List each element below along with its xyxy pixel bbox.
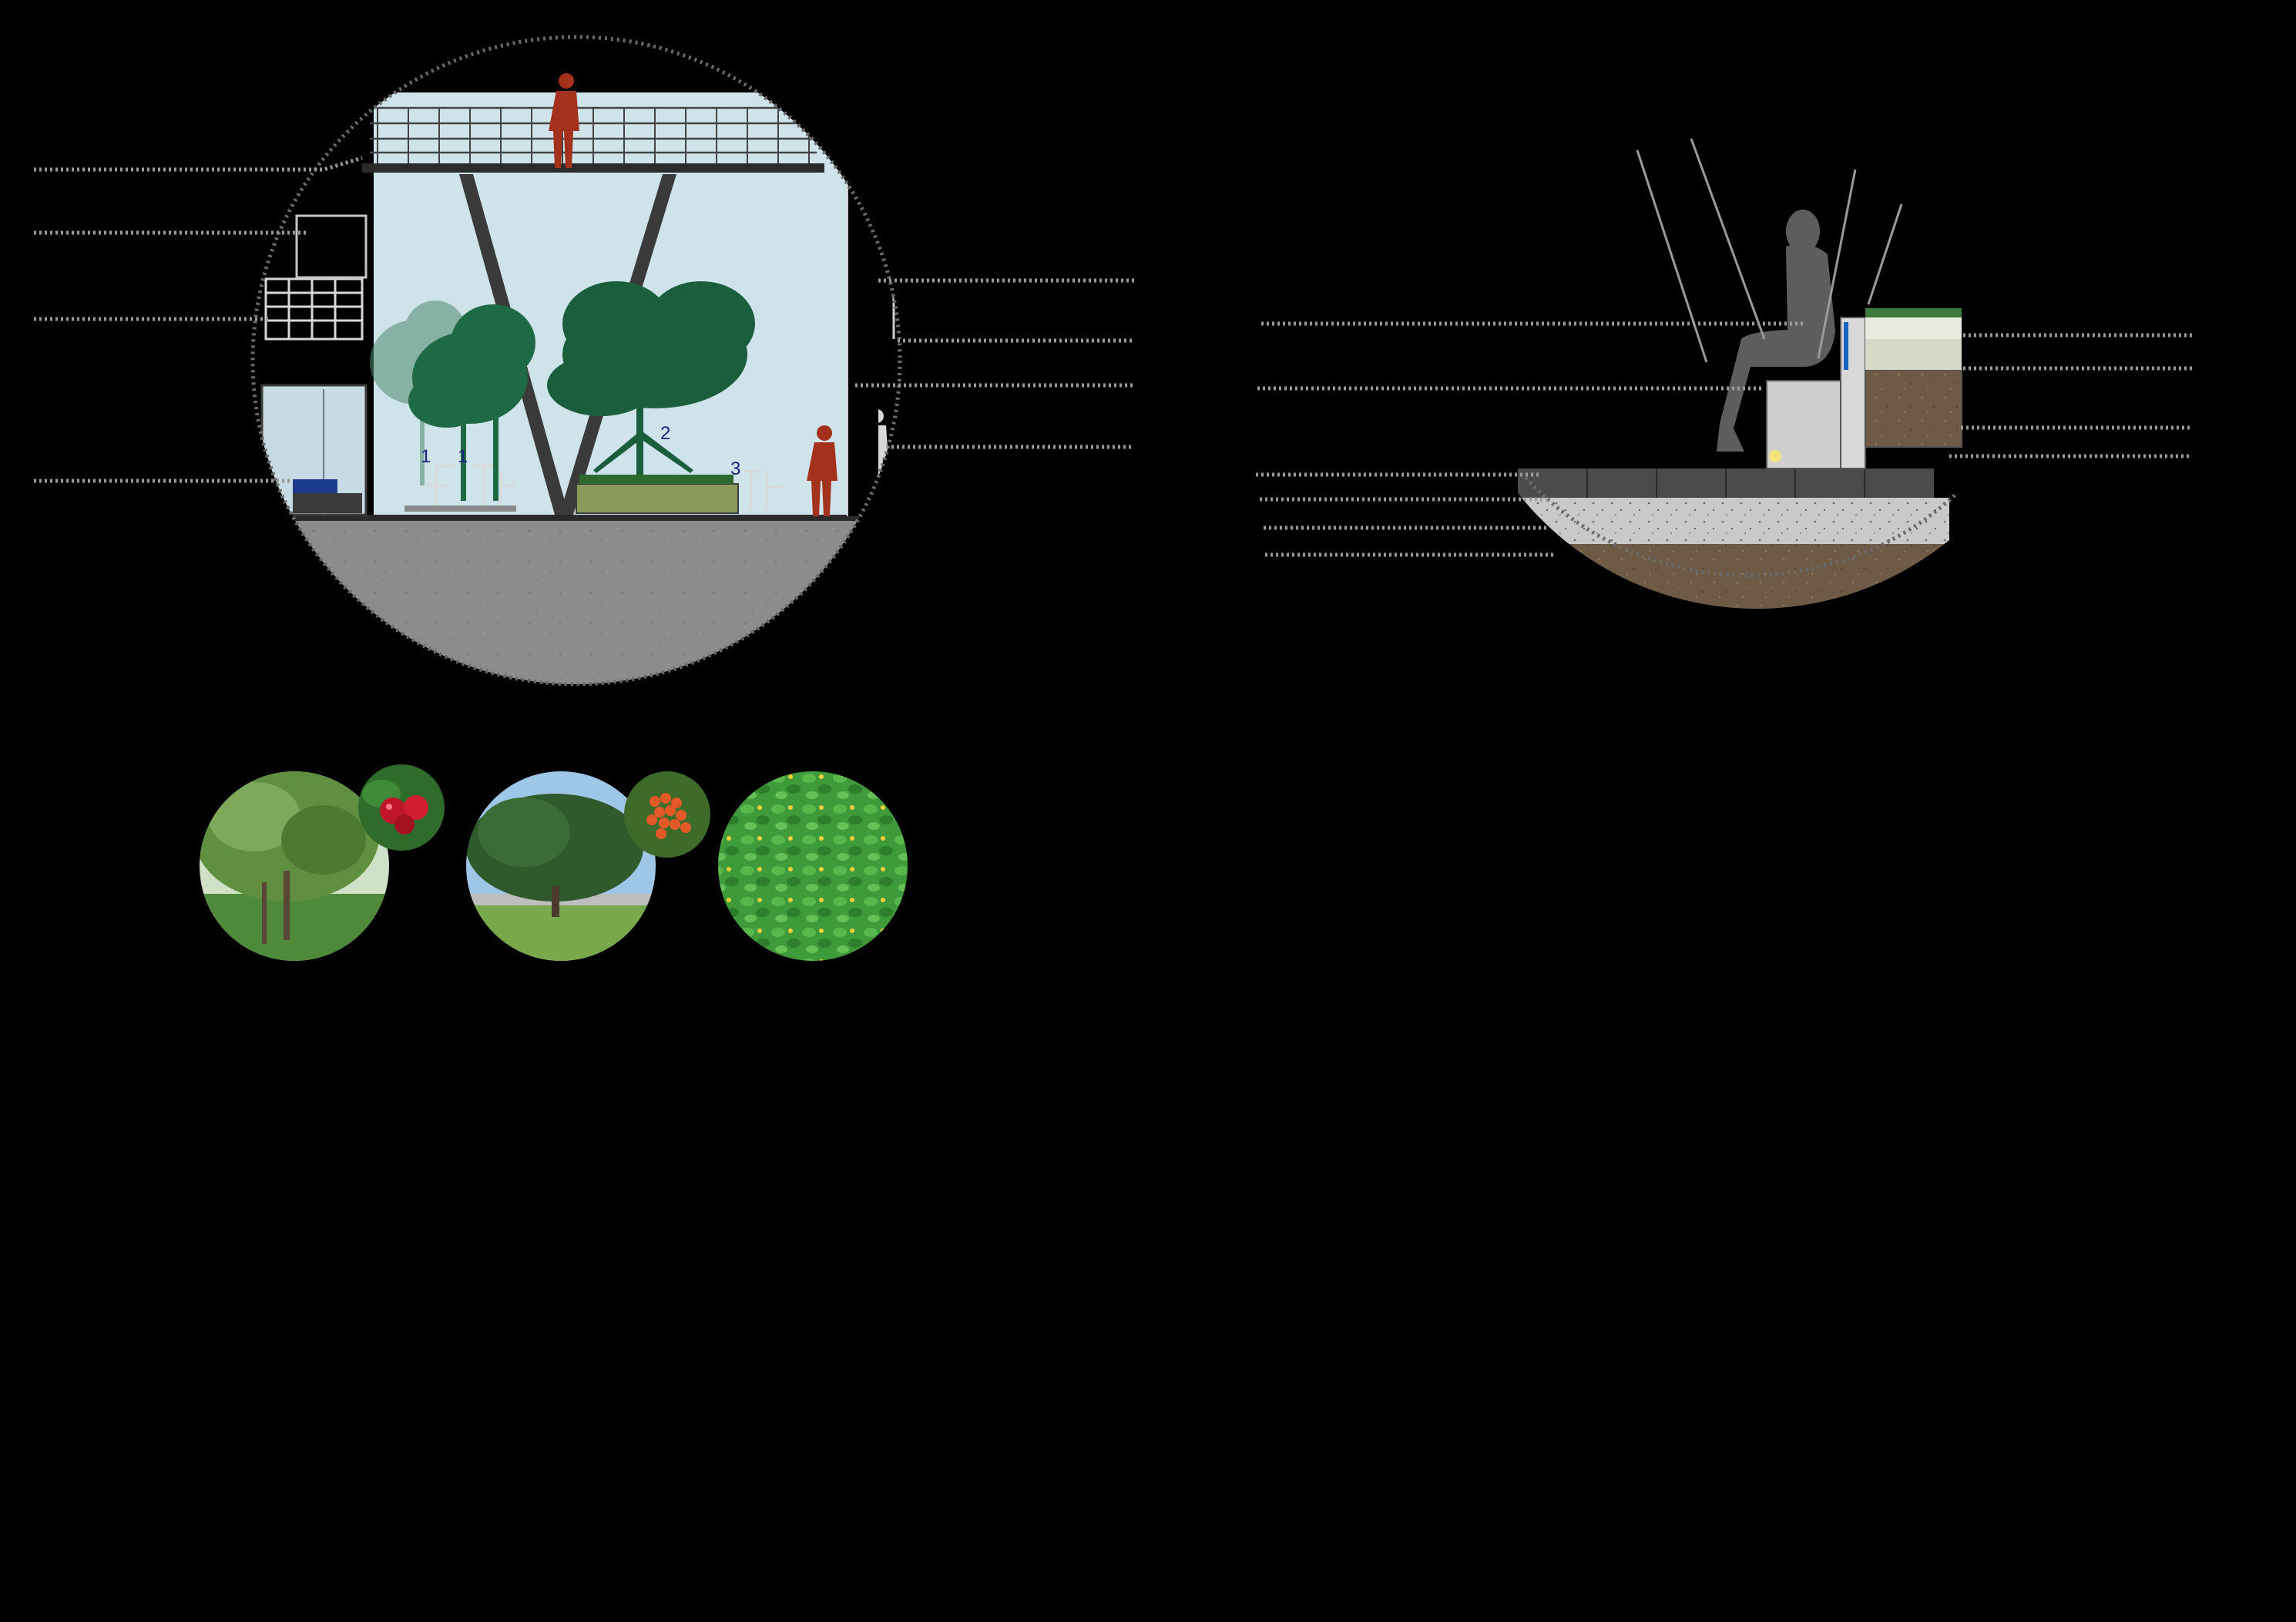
gravel-layer: [1518, 498, 1949, 544]
bridge-deck: [362, 163, 824, 173]
planter-soil: [1865, 369, 1962, 448]
seated-person-icon: [1717, 210, 1835, 452]
concrete-bench: [1766, 380, 1841, 469]
human-figure-icon: [549, 73, 579, 168]
cafe-furniture: [428, 465, 782, 509]
section-a: 1 1 2 3: [250, 35, 902, 687]
raised-planter: [576, 483, 739, 514]
plant-number-label: 1: [458, 446, 468, 467]
section-b-bottom-outline: [1524, 476, 1959, 578]
plant-photo-1-fruit-inset: [358, 764, 445, 851]
leader-lines-a: [34, 156, 1136, 483]
plant-number-label: 2: [660, 423, 670, 444]
plant-photo-2-berry-inset: [624, 771, 710, 858]
leader-lines-b: [1256, 321, 2192, 557]
section-b: [1452, 0, 2061, 609]
plant-photo-3: [718, 771, 908, 961]
plant-number-label: 3: [730, 458, 740, 479]
right-building: [848, 177, 878, 516]
bench-light-icon: [1769, 450, 1781, 462]
human-figure-icon: [807, 425, 838, 516]
planter-drainage: [1865, 339, 1962, 370]
plant-photo-1: [200, 771, 389, 961]
balcony-railing: [264, 277, 364, 341]
soil-layer: [1518, 544, 1949, 609]
section-a-outline: [250, 35, 902, 687]
trees: [370, 281, 755, 501]
plant-number-label: 1: [421, 446, 431, 467]
